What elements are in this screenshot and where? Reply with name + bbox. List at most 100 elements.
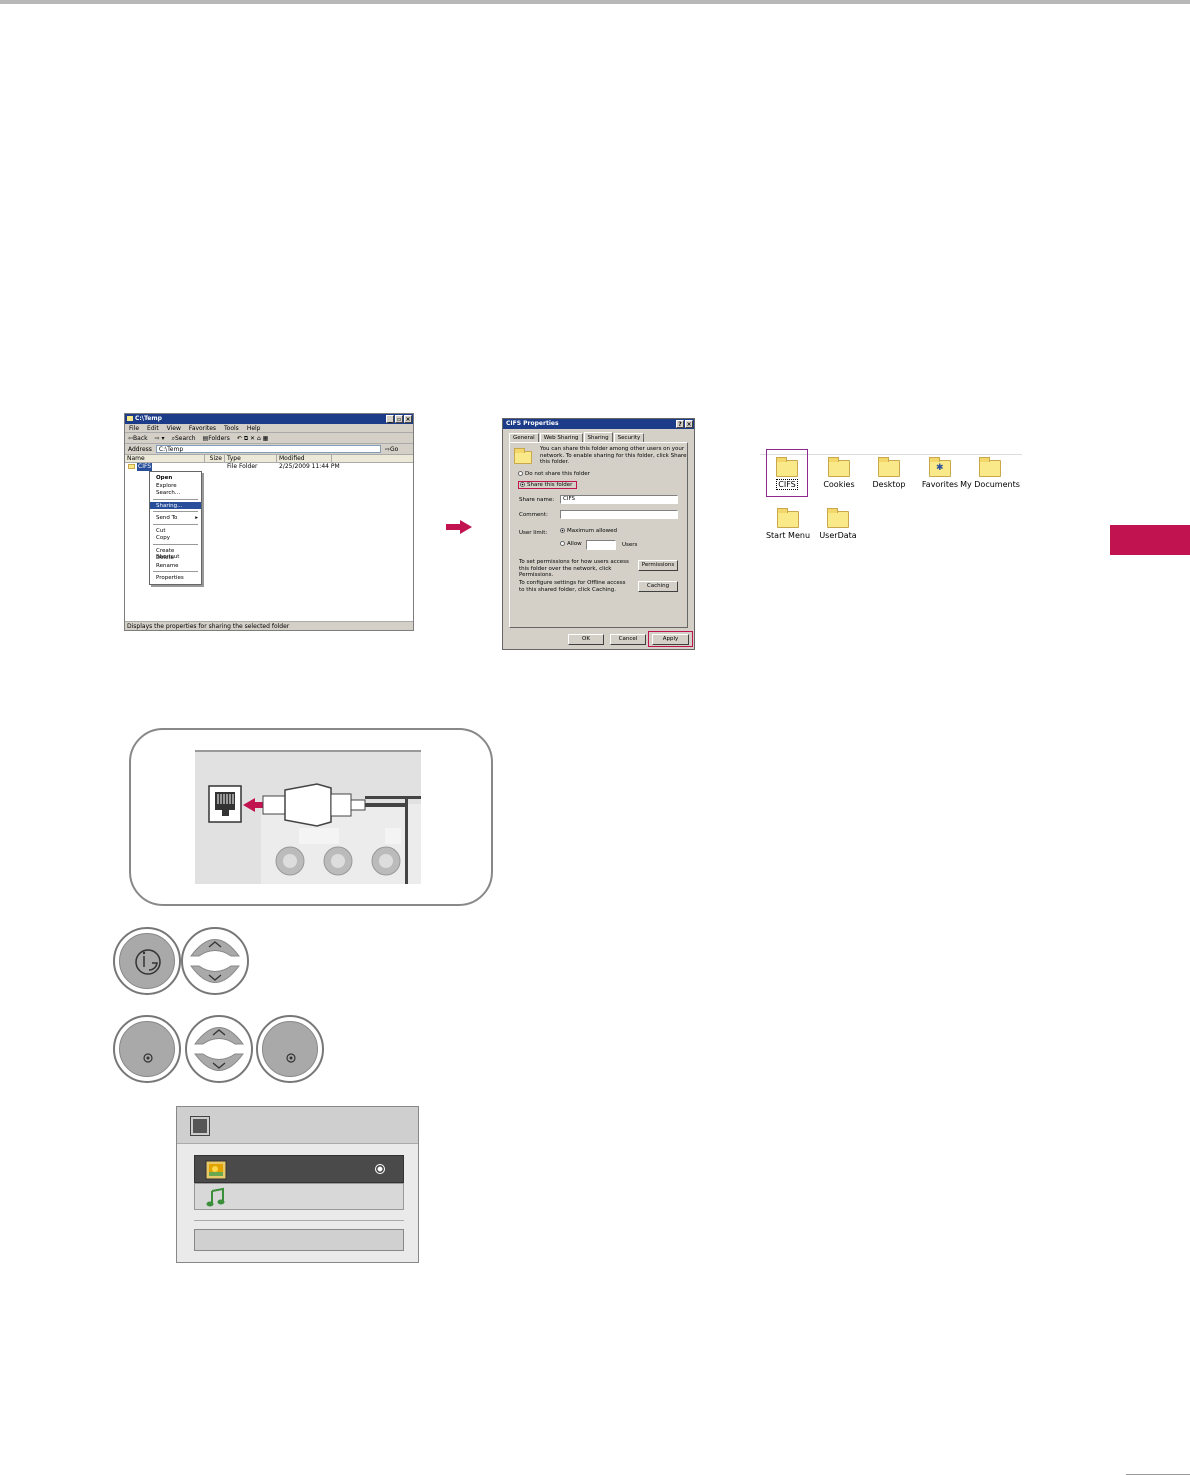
ctx-create-shortcut[interactable]: Create Shortcut	[156, 547, 180, 560]
ctx-rename[interactable]: Rename	[156, 562, 179, 569]
folder-label: Favorites	[921, 480, 959, 489]
share-name-input[interactable]: CIFS	[560, 495, 678, 504]
dialog-title: CIFS Properties	[506, 420, 559, 427]
tab-sharing[interactable]: Sharing	[583, 432, 613, 442]
forward-icon[interactable]: ⇨ ▾	[154, 435, 165, 442]
toolbar-icons[interactable]: ↶ ⧉ ✕ ⌂ ▦	[236, 435, 269, 442]
menu-item-photo-list[interactable]	[194, 1155, 404, 1183]
radio-selected-icon	[520, 482, 525, 487]
ctx-cut[interactable]: Cut	[156, 527, 166, 534]
up-down-navigation[interactable]	[181, 927, 249, 995]
user-limit-label: User limit:	[519, 530, 548, 536]
enter-button[interactable]	[113, 1015, 181, 1083]
radio-selected-icon	[560, 528, 565, 533]
explorer-titlebar: C:\Temp _ ▫ ×	[125, 414, 413, 424]
share-name-label: Share name:	[519, 497, 555, 503]
menu-help[interactable]: Help	[246, 425, 261, 432]
maximize-button[interactable]: ▫	[395, 415, 403, 423]
folder-icon	[828, 457, 850, 477]
menu-favorites[interactable]: Favorites	[188, 425, 217, 432]
address-bar: Address C:\Temp ⇨Go	[125, 444, 413, 455]
folder-item-favorites[interactable]: ✱ Favorites	[910, 457, 970, 489]
enter-button[interactable]	[256, 1015, 324, 1083]
folder-item-my-documents[interactable]: My Documents	[960, 457, 1020, 489]
caching-button[interactable]: Caching	[638, 581, 678, 592]
tab-security[interactable]: Security	[613, 433, 645, 442]
folder-view: CIFS Cookies Desktop ✱ Favorites My Docu…	[760, 448, 1022, 548]
back-button[interactable]: ⇦Back	[128, 435, 148, 442]
col-size[interactable]: Size	[205, 455, 225, 462]
col-name[interactable]: Name	[125, 455, 205, 462]
users-label: Users	[622, 542, 638, 548]
folder-icon	[827, 508, 849, 528]
ctx-search[interactable]: Search...	[156, 490, 181, 496]
allow-users-spinner[interactable]	[586, 540, 616, 550]
folder-item-desktop[interactable]: Desktop	[859, 457, 919, 489]
ctx-open[interactable]: Open	[156, 475, 173, 481]
folder-icon	[878, 457, 900, 477]
permissions-button[interactable]: Permissions	[638, 560, 678, 571]
ok-button[interactable]: OK	[568, 634, 604, 645]
ctx-copy[interactable]: Copy	[156, 535, 170, 541]
shared-folder-icon	[514, 448, 532, 464]
divider	[153, 498, 198, 500]
osd-bottom-button[interactable]	[194, 1229, 404, 1251]
help-button[interactable]: ?	[676, 420, 684, 428]
menu-view[interactable]: View	[166, 425, 181, 432]
go-button[interactable]: ⇨Go	[384, 445, 399, 453]
up-down-navigation[interactable]	[185, 1015, 253, 1083]
ctx-properties[interactable]: Properties	[156, 575, 184, 581]
row-type: File Folder	[227, 463, 258, 470]
home-button[interactable]	[113, 927, 181, 995]
folder-item-start-menu[interactable]: Start Menu	[758, 508, 818, 540]
menu-item-music-list[interactable]	[194, 1183, 404, 1210]
sharing-description: You can share this folder among other us…	[540, 446, 687, 465]
col-modified[interactable]: Modified	[277, 455, 332, 462]
folder-item-cookies[interactable]: Cookies	[809, 457, 869, 489]
folder-item-userdata[interactable]: UserData	[808, 508, 868, 540]
star-icon: ✱	[936, 463, 944, 473]
minimize-button[interactable]: _	[386, 415, 394, 423]
tab-general[interactable]: General	[509, 433, 539, 442]
apply-button[interactable]: Apply	[652, 634, 689, 645]
folder-label: CIFS	[776, 479, 798, 490]
menu-edit[interactable]: Edit	[147, 425, 159, 432]
comment-input[interactable]	[560, 510, 678, 519]
sharing-panel: You can share this folder among other us…	[509, 442, 688, 628]
address-input[interactable]: C:\Temp	[155, 445, 381, 453]
apply-highlight	[648, 631, 693, 647]
selected-indicator-icon	[375, 1164, 385, 1174]
table-row[interactable]: CIFS File Folder 2/25/2009 11:44 PM	[125, 463, 413, 471]
close-button[interactable]: ×	[685, 420, 693, 428]
menu-square-icon	[190, 1116, 210, 1136]
radio-allow[interactable]: Allow	[560, 541, 582, 547]
comment-label: Comment:	[519, 512, 548, 518]
tab-strip: General Web Sharing Sharing Security	[503, 429, 694, 442]
lan-illustration	[129, 728, 493, 906]
folders-button[interactable]: ▤Folders	[202, 435, 230, 442]
radio-share-this-folder[interactable]: Share this folder	[518, 481, 578, 489]
enter-icon	[262, 1021, 318, 1077]
row-name[interactable]: CIFS	[137, 463, 153, 471]
permissions-text: To set permissions for how users access …	[519, 559, 629, 578]
music-note-icon	[206, 1187, 225, 1207]
folder-icon	[777, 508, 799, 528]
folder-item-cifs[interactable]: CIFS	[757, 457, 817, 490]
radio-maximum-allowed[interactable]: Maximum allowed	[560, 528, 617, 534]
cancel-button[interactable]: Cancel	[610, 634, 646, 645]
ctx-send-to[interactable]: Send To▸	[156, 515, 198, 521]
tab-web-sharing[interactable]: Web Sharing	[539, 433, 583, 442]
section-tab	[1110, 525, 1190, 555]
divider	[153, 571, 198, 572]
ctx-sharing[interactable]: Sharing...	[150, 501, 201, 509]
status-text: Displays the properties for sharing the …	[127, 623, 290, 630]
ctx-delete[interactable]: Delete	[156, 555, 175, 561]
close-button[interactable]: ×	[404, 415, 412, 423]
menu-file[interactable]: File	[129, 425, 140, 432]
menu-tools[interactable]: Tools	[224, 425, 239, 432]
search-button[interactable]: ⌕Search	[171, 435, 196, 442]
ctx-explore[interactable]: Explore	[156, 482, 177, 489]
col-type[interactable]: Type	[225, 455, 277, 462]
folder-icon	[979, 457, 1001, 477]
radio-do-not-share[interactable]: Do not share this folder	[518, 471, 590, 477]
